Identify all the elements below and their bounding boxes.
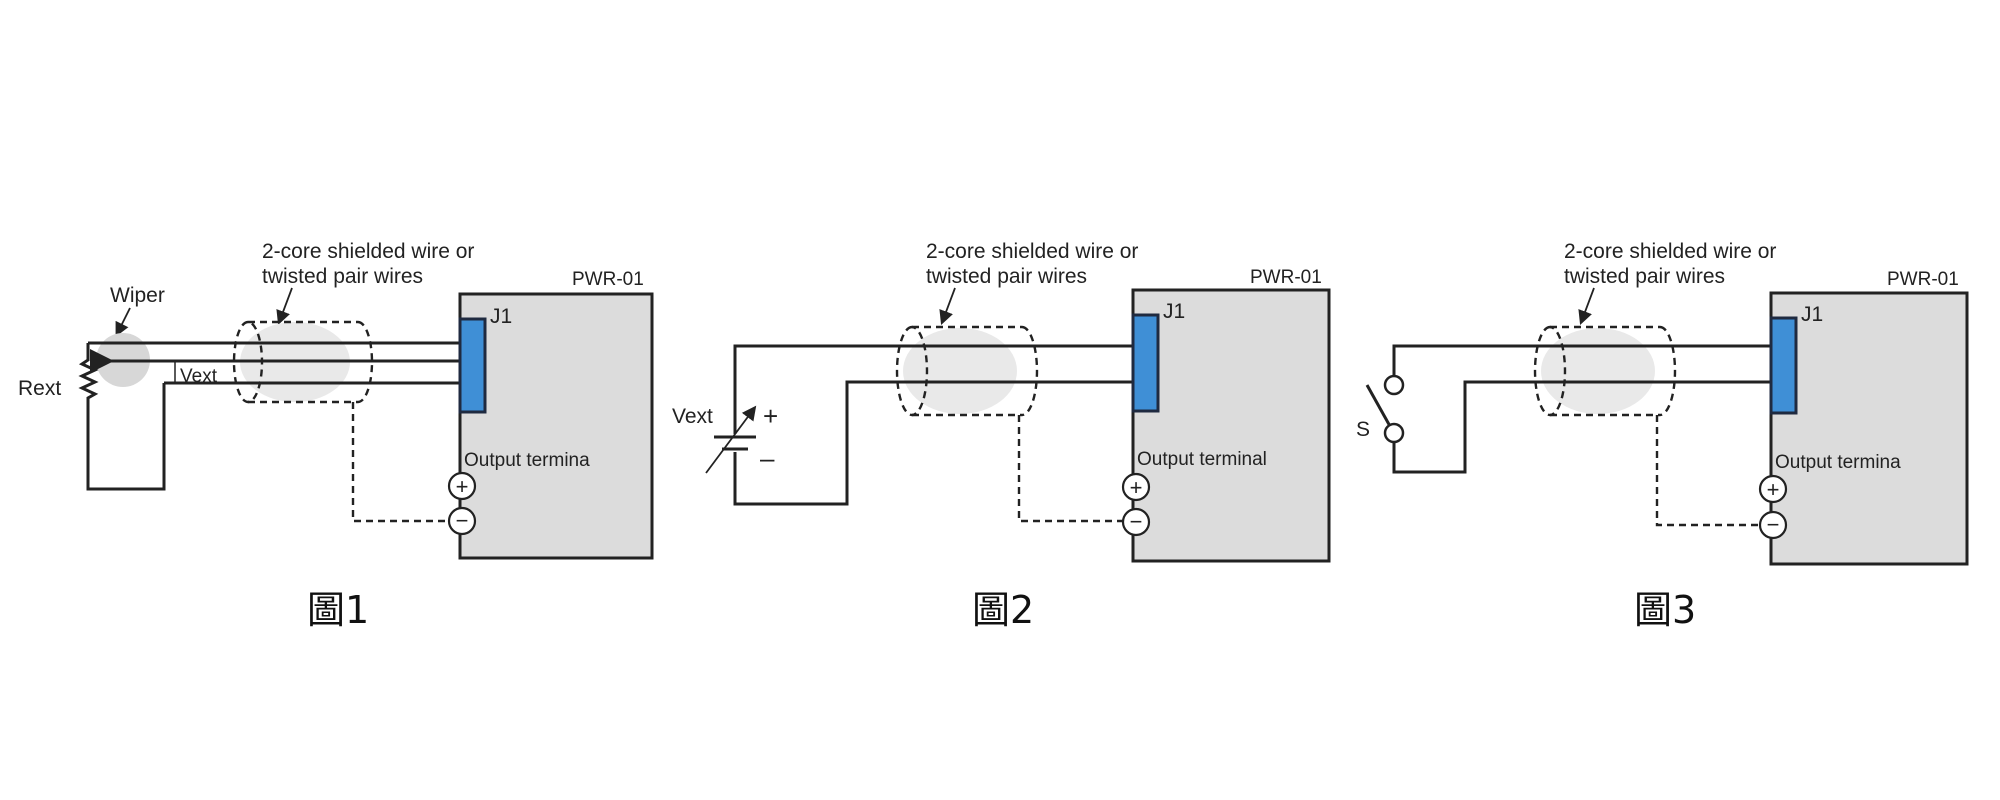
wiper-pointer (115, 307, 131, 337)
minus-terminal (1758, 510, 1788, 540)
j1-label: J1 (490, 305, 512, 328)
plus-terminal (447, 471, 477, 501)
device-label: PWR-01 (1250, 267, 1322, 288)
wire-shield (1541, 328, 1655, 414)
wire-label-line2: twisted pair wires (926, 265, 1087, 288)
shield-drain-wire (1655, 415, 1760, 527)
figure-1: 2-core shielded wire or twisted pair wir… (18, 240, 654, 632)
minus-terminal-symbol: − (1767, 512, 1780, 537)
wiper-label: Wiper (110, 284, 165, 307)
wire-top (1392, 344, 1771, 375)
plus-terminal-symbol: + (456, 474, 469, 499)
switch-lower-contact (1383, 422, 1405, 444)
wire-label-line1: 2-core shielded wire or (1564, 240, 1776, 263)
j1-connector (458, 317, 487, 414)
vext-label: Vext (672, 405, 713, 428)
figure-caption: 圖2 (972, 588, 1034, 632)
figure-caption: 圖3 (1634, 588, 1696, 632)
source-plus-label: + (763, 401, 778, 431)
figure-caption: 圖1 (307, 588, 369, 632)
figure-3: 2-core shielded wire or twisted pair wir… (1356, 240, 1969, 632)
vext-label: Vext (180, 366, 218, 387)
wire-bottom (733, 380, 1133, 506)
device-label: PWR-01 (1887, 269, 1959, 290)
j1-label: J1 (1163, 300, 1185, 323)
pwr-01-device (458, 292, 654, 560)
wire-label-line1: 2-core shielded wire or (926, 240, 1138, 263)
device-label: PWR-01 (572, 269, 644, 290)
source-minus-label: – (760, 443, 775, 473)
wire-label-line2: twisted pair wires (1564, 265, 1725, 288)
switch-label: S (1356, 418, 1370, 441)
shield-drain-wire (351, 402, 449, 523)
minus-terminal-symbol: − (1130, 509, 1143, 534)
wire-label-line2: twisted pair wires (262, 265, 423, 288)
figure-2: 2-core shielded wire or twisted pair wir… (672, 240, 1331, 632)
output-terminal-label: Output termina (1775, 452, 1901, 473)
shield-right-end (1021, 325, 1039, 417)
wire-label-line1: 2-core shielded wire or (262, 240, 474, 263)
pwr-01-device (1131, 288, 1331, 563)
shield-right-end (1659, 325, 1677, 417)
plus-terminal (1121, 472, 1151, 502)
shield-drain-wire (1017, 415, 1123, 523)
output-terminal-label: Output termina (464, 450, 590, 471)
wire-bottom (1392, 380, 1771, 474)
wire-top (733, 344, 1133, 434)
wire-label-pointer (939, 287, 956, 326)
j1-label: J1 (1801, 303, 1823, 326)
wire-label-pointer (1578, 287, 1595, 326)
pwr-01-device (1769, 291, 1969, 566)
wire-shield (903, 328, 1017, 414)
plus-terminal-symbol: + (1767, 477, 1780, 502)
plus-terminal-symbol: + (1130, 475, 1143, 500)
variable-source-arrow (705, 405, 757, 474)
minus-terminal (447, 506, 477, 536)
output-terminal-label: Output terminal (1137, 449, 1267, 470)
switch-upper-contact (1383, 374, 1405, 396)
minus-terminal-symbol: − (456, 508, 469, 533)
j1-connector (1131, 313, 1160, 413)
switch-lever (1365, 384, 1393, 429)
rext-label: Rext (18, 377, 61, 400)
rext-resistor (78, 343, 166, 491)
wire-label-pointer (276, 287, 293, 326)
j1-connector (1769, 316, 1798, 415)
plus-terminal (1758, 474, 1788, 504)
